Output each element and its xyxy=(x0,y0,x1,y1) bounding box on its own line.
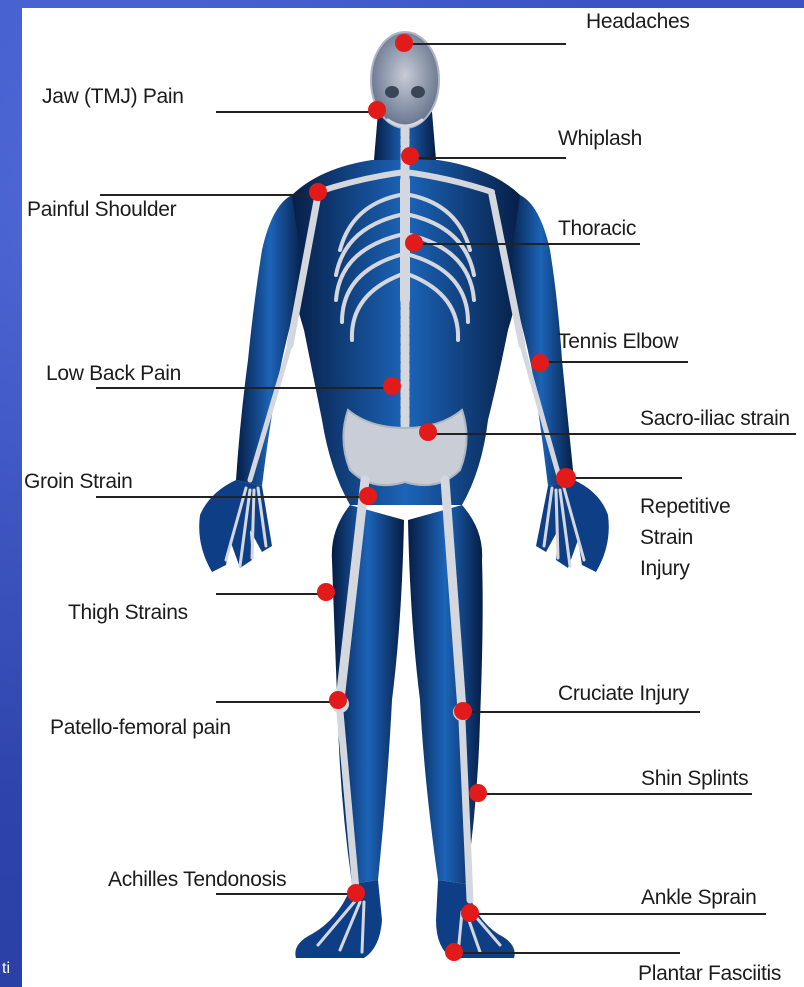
marker-achilles xyxy=(347,884,365,902)
label-low-back: Low Back Pain xyxy=(46,362,181,386)
marker-patello xyxy=(329,691,347,709)
label-tennis-elbow: Tennis Elbow xyxy=(558,330,678,354)
label-shoulder: Painful Shoulder xyxy=(27,198,176,222)
label-plantar: Plantar Fasciitis xyxy=(638,962,781,986)
marker-thoracic xyxy=(405,234,423,252)
label-rsi: Repetitive Strain Injury xyxy=(640,491,730,584)
marker-ankle xyxy=(461,904,479,922)
label-thigh: Thigh Strains xyxy=(68,601,188,625)
label-headaches: Headaches xyxy=(586,10,690,34)
marker-low-back xyxy=(383,377,401,395)
marker-plantar xyxy=(445,943,463,961)
label-achilles: Achilles Tendonosis xyxy=(108,868,286,892)
label-rsi-line3: Injury xyxy=(640,553,730,584)
marker-whiplash xyxy=(401,147,419,165)
label-ankle: Ankle Sprain xyxy=(641,886,756,910)
marker-jaw xyxy=(368,101,386,119)
label-whiplash: Whiplash xyxy=(558,127,642,151)
label-groin: Groin Strain xyxy=(24,470,132,494)
marker-rsi xyxy=(556,468,576,488)
marker-sacro-iliac xyxy=(419,423,437,441)
label-cruciate: Cruciate Injury xyxy=(558,682,689,706)
label-jaw: Jaw (TMJ) Pain xyxy=(42,85,184,109)
label-thoracic: Thoracic xyxy=(558,217,636,241)
label-sacro-iliac: Sacro-iliac strain xyxy=(640,407,790,431)
label-patello: Patello-femoral pain xyxy=(50,716,231,740)
marker-tennis-elbow xyxy=(531,354,549,372)
slide-corner-text: ti xyxy=(2,960,10,978)
marker-cruciate xyxy=(454,702,472,720)
marker-shoulder xyxy=(309,183,327,201)
marker-headaches xyxy=(395,34,413,52)
label-rsi-line1: Repetitive xyxy=(640,491,730,522)
label-shin: Shin Splints xyxy=(641,767,748,791)
marker-shin xyxy=(469,784,487,802)
marker-thigh xyxy=(317,583,335,601)
marker-groin xyxy=(359,487,377,505)
label-rsi-line2: Strain xyxy=(640,522,730,553)
